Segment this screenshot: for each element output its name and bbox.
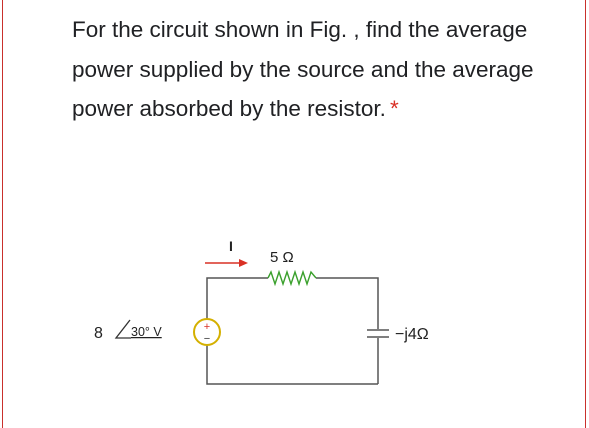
- question-label: For the circuit shown in Fig. , find the…: [72, 17, 534, 121]
- resistor-label: 5 Ω: [270, 249, 294, 266]
- svg-text:+: +: [204, 321, 210, 333]
- current-label: I: [229, 238, 233, 254]
- question-text: For the circuit shown in Fig. , find the…: [72, 10, 542, 129]
- capacitor-symbol: [367, 329, 389, 338]
- voltage-source-icon: + −: [193, 318, 221, 346]
- resistor-symbol: [267, 269, 317, 287]
- capacitor-label: −j4Ω: [395, 326, 429, 343]
- circuit-wires: [206, 277, 379, 385]
- current-arrow-icon: [205, 259, 248, 267]
- circuit-diagram: + − I 5 Ω 8 30° V −j4Ω: [94, 238, 429, 385]
- wire-bottom: [206, 345, 378, 385]
- angle-symbol-icon: [114, 319, 131, 339]
- required-asterisk: *: [389, 96, 399, 121]
- wire-top-left: [206, 277, 268, 319]
- source-magnitude: 8: [94, 325, 103, 342]
- svg-text:−: −: [204, 333, 210, 345]
- wire-top-right: [316, 277, 379, 329]
- source-angle: 30° V: [131, 325, 162, 339]
